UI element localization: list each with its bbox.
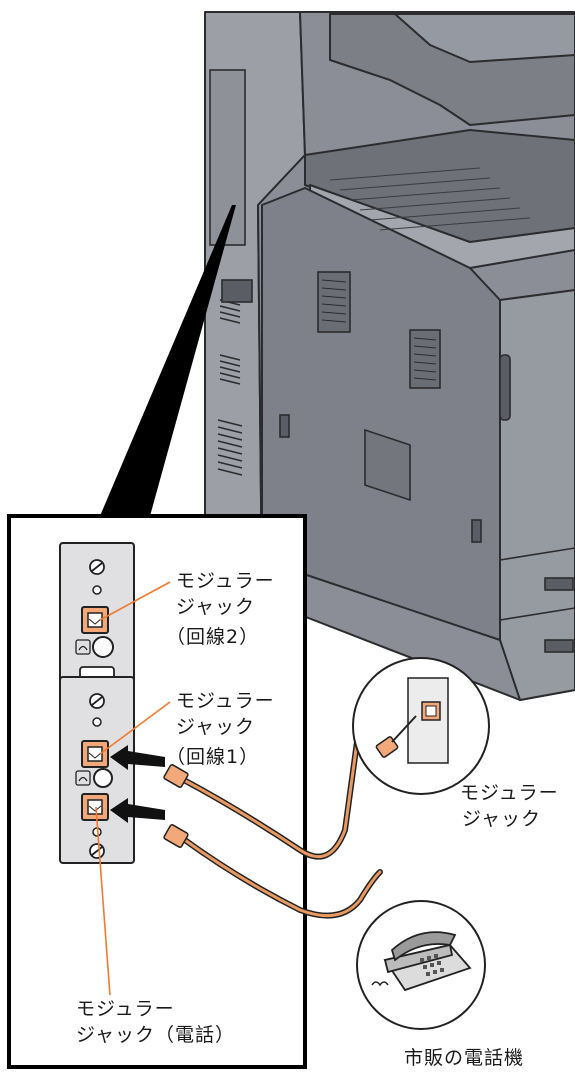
telephone-icon xyxy=(383,931,472,992)
label-line1-jack-3: （回線1） xyxy=(166,746,260,768)
label-line2-jack-1: モジュラー xyxy=(176,570,275,592)
rear-cover-square xyxy=(364,428,411,502)
output-tray xyxy=(304,129,575,246)
cassette-handle-1 xyxy=(544,577,574,591)
screw-icon xyxy=(89,693,105,709)
modular-jack-icon xyxy=(81,740,109,768)
modular-jack-icon xyxy=(81,793,109,821)
label-line1-jack-2: ジャック xyxy=(176,716,256,738)
label-phone-jack-2: ジャック（電話） xyxy=(76,1024,236,1046)
leader-lines xyxy=(95,581,171,996)
telephone-icon xyxy=(75,770,91,786)
vent-grille-left-mid xyxy=(219,354,241,385)
front-column xyxy=(499,289,575,701)
jack-plate-line1 xyxy=(59,676,135,864)
screw-icon xyxy=(89,559,105,575)
machine-details xyxy=(209,69,575,653)
leader-phone-jack xyxy=(95,806,111,996)
label-line1-jack-1: モジュラー xyxy=(176,690,275,712)
document-feeder-top xyxy=(394,13,575,63)
inset-frame xyxy=(7,514,307,1069)
cassette-handle-2 xyxy=(544,639,574,653)
latch-1 xyxy=(279,414,290,438)
vent-grille-left-low xyxy=(217,419,243,476)
label-line2-jack-3: （回線2） xyxy=(166,626,260,648)
line-indicator xyxy=(92,636,114,658)
latch-2 xyxy=(471,519,482,543)
side-handle xyxy=(499,354,511,421)
side-connector xyxy=(221,279,253,303)
mount-hole xyxy=(92,585,102,595)
label-phone-jack-1: モジュラー xyxy=(76,998,175,1020)
zoom-callout-pointer xyxy=(100,205,236,516)
telephone-circle xyxy=(356,900,486,1030)
modular-jack-icon xyxy=(81,606,109,634)
label-line2-jack-2: ジャック xyxy=(176,596,256,618)
mount-hole xyxy=(92,717,102,727)
label-wall-jack-1: モジュラー xyxy=(460,782,559,804)
telephone-icon xyxy=(75,639,91,655)
label-telephone: 市販の電話機 xyxy=(404,1047,525,1069)
leader-line2-jack xyxy=(99,581,171,621)
insert-arrow-icon xyxy=(110,745,165,823)
leader-line1-jack xyxy=(99,701,171,755)
wall-socket-icon xyxy=(352,657,490,795)
cable-plug-icon xyxy=(163,764,189,848)
label-wall-jack-2: ジャック xyxy=(462,808,542,830)
screw-icon xyxy=(89,843,105,859)
line-indicator xyxy=(93,768,113,788)
